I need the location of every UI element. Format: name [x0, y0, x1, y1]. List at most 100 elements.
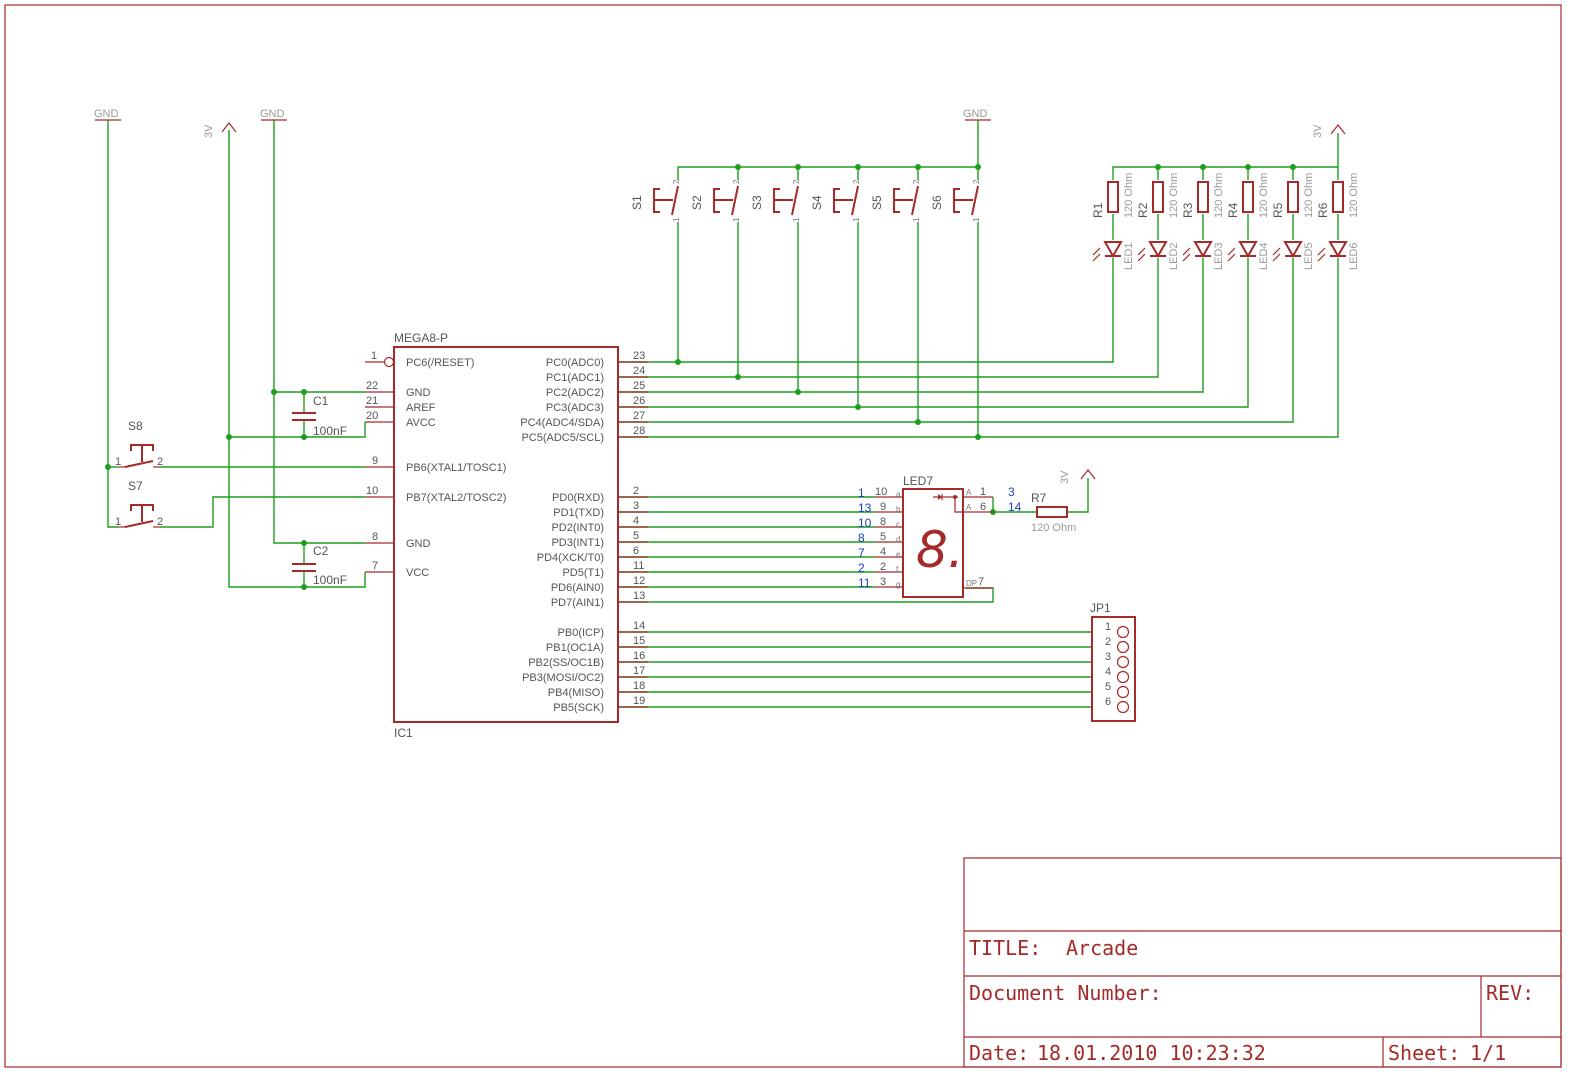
gnd-label: GND [260, 108, 285, 120]
net-number: 2 [858, 561, 865, 575]
capacitor-c1: C1 100nF [292, 394, 347, 438]
resistor-name: R2 [1136, 202, 1150, 218]
pin-name: PB0(ICP) [558, 627, 604, 639]
seven-segment-led7: LED7 8. 1 10 a 13 9 b 10 8 c 8 5 d 7 4 [858, 474, 1022, 598]
pin-number: 1 [371, 350, 377, 362]
resistor-value: 120 Ohm [1303, 173, 1315, 218]
switch-pin: 2 [912, 179, 921, 184]
pin-number: 3 [880, 576, 886, 588]
pin-number: 17 [633, 665, 645, 677]
pin-number: 12 [633, 575, 645, 587]
switch-name: S4 [810, 195, 824, 210]
supply-3v-label: 3V [203, 124, 215, 138]
segment-letter: d [896, 535, 900, 544]
switch-name: S6 [930, 195, 944, 210]
pin-name: PB2(SS/OC1B) [528, 657, 604, 669]
segment-letter: A [966, 488, 972, 497]
resistor-value: 120 Ohm [1168, 173, 1180, 218]
switch-pin: 1 [852, 217, 861, 222]
switch-pin: 2 [157, 516, 163, 528]
net-number: 1 [858, 486, 865, 500]
pin-number: 6 [980, 501, 986, 513]
pin-number: 9 [880, 501, 886, 513]
pin-number: 14 [633, 620, 645, 632]
pin-number: 5 [880, 531, 886, 543]
header-pin: 3 [1105, 651, 1111, 663]
pin-number: 20 [366, 410, 378, 422]
sheet-value: 1/1 [1470, 1041, 1506, 1065]
pin-name: PC1(ADC1) [546, 372, 604, 384]
gnd-symbol: GND [94, 108, 121, 121]
gnd-symbol: GND [963, 108, 991, 121]
pin-number: 7 [372, 560, 378, 572]
led-name: LED2 [1168, 242, 1180, 270]
pin-name: PB6(XTAL1/TOSC1) [406, 462, 506, 474]
pin-number: 2 [880, 561, 886, 573]
pin-number: 19 [633, 695, 645, 707]
pin-number: 5 [633, 530, 639, 542]
header-pin: 6 [1105, 696, 1111, 708]
net-number: 3 [1008, 485, 1015, 499]
resistor-r7: R7 120 Ohm [1031, 491, 1076, 534]
header-pin: 1 [1105, 621, 1111, 633]
resistor-name: R7 [1031, 491, 1047, 505]
net-number: 13 [858, 501, 872, 515]
cap-name: C1 [313, 394, 329, 408]
pin-number: 24 [633, 365, 645, 377]
pin-name: PD2(INT0) [551, 522, 604, 534]
pin-number: 4 [633, 515, 639, 527]
switch-pin: 2 [672, 179, 681, 184]
pin-name: PB4(MISO) [548, 687, 604, 699]
wires [107, 120, 1339, 708]
net-number: 14 [1008, 500, 1022, 514]
ic-type-label: MEGA8-P [394, 331, 448, 345]
ic-name-label: IC1 [394, 726, 413, 740]
switch-pin: 2 [972, 179, 981, 184]
pin-number: 22 [366, 380, 378, 392]
sheet-label: Sheet: [1388, 1041, 1460, 1065]
led-led3: LED3 [1182, 241, 1225, 270]
net-number: 10 [858, 516, 872, 530]
resistor-r6: R6 120 Ohm [1316, 173, 1360, 218]
segment-letter: c [896, 520, 900, 529]
gnd-label: GND [963, 108, 988, 120]
switch-s7: S7 1 2 [115, 479, 163, 528]
date-label: Date: [969, 1041, 1029, 1065]
switch-s5: S5 2 1 [870, 179, 921, 222]
header-name: JP1 [1090, 601, 1111, 615]
pin-name: PB1(OC1A) [546, 642, 604, 654]
pin-number: 11 [633, 560, 644, 572]
pin-number: 28 [633, 425, 645, 437]
pin-number: 2 [633, 485, 639, 497]
switch-s1: S1 2 1 [630, 179, 681, 222]
pin-name: GND [406, 538, 431, 550]
pin-name: PC3(ADC3) [546, 402, 604, 414]
switch-s8: S8 1 2 [115, 419, 163, 468]
supply-3v-label: 3V [1312, 124, 1324, 138]
cap-value: 100nF [313, 573, 347, 587]
switch-pin: 2 [157, 456, 163, 468]
resistor-r1: R1 120 Ohm [1091, 173, 1135, 218]
pin-name: PD7(AIN1) [551, 597, 604, 609]
display-name: LED7 [903, 474, 933, 488]
switch-pin: 2 [732, 179, 741, 184]
pin-number: 25 [633, 380, 645, 392]
pin-name: VCC [406, 567, 429, 579]
switch-pin: 1 [115, 516, 121, 528]
pin-name: AREF [406, 402, 436, 414]
header-pin: 5 [1105, 681, 1111, 693]
led-led4: LED4 [1227, 241, 1270, 270]
resistor-name: R1 [1091, 202, 1105, 218]
switch-pin: 2 [792, 179, 801, 184]
segment-letter: DP [966, 579, 977, 588]
pin-number: 23 [633, 350, 645, 362]
resistor-value: 120 Ohm [1258, 173, 1270, 218]
switch-pin: 1 [732, 217, 741, 222]
switch-s3: S3 2 1 [750, 179, 801, 222]
resistor-r3: R3 120 Ohm [1181, 173, 1225, 218]
switch-s2: S2 2 1 [690, 179, 741, 222]
pin-number: 21 [366, 395, 378, 407]
pin-name: PD1(TXD) [553, 507, 604, 519]
cap-value: 100nF [313, 424, 347, 438]
pin-name: PD6(AIN0) [551, 582, 604, 594]
